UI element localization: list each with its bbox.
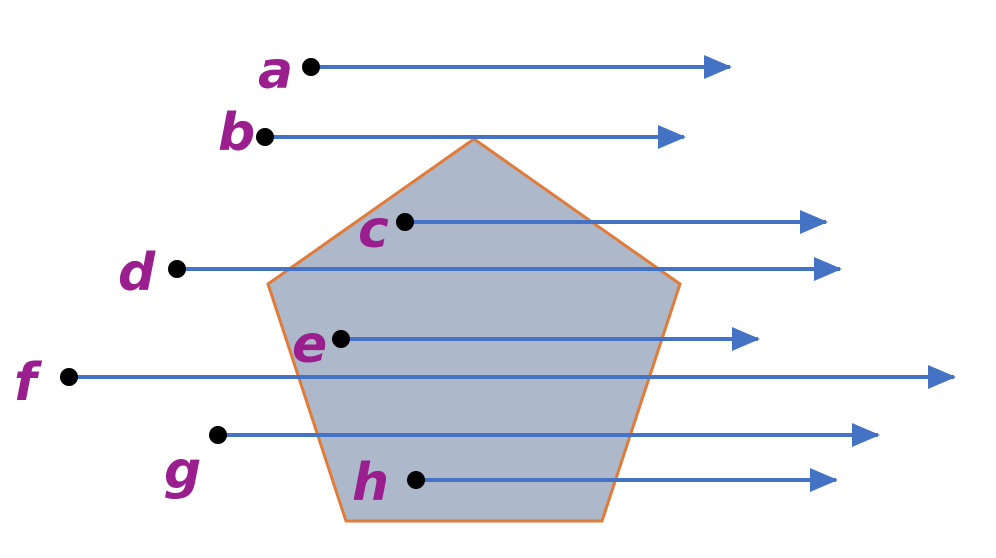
ray-d-label: d	[118, 243, 156, 303]
ray-d-origin-point	[168, 260, 186, 278]
rays-layer: ab c d f e g h	[14, 41, 956, 513]
ray-g-label: g	[164, 441, 201, 501]
ray-f-label: f	[14, 353, 43, 413]
ray-h-origin-point	[407, 471, 425, 489]
ray-g-origin-point	[209, 426, 227, 444]
ray-h: h	[352, 453, 838, 513]
ray-b: b	[218, 103, 686, 163]
ray-e-label: e	[292, 315, 327, 375]
ray-a: a	[258, 41, 732, 101]
ray-a-origin-point	[302, 58, 320, 76]
ray-g: g	[164, 423, 880, 501]
ray-c-origin-point	[396, 213, 414, 231]
ray-f-origin-point	[60, 368, 78, 386]
pentagon	[266, 137, 682, 523]
ray-c: c	[358, 200, 828, 260]
ray-b-label: b	[218, 103, 255, 163]
ray-h-label: h	[352, 453, 389, 513]
ray-b-origin-point	[256, 128, 274, 146]
ray-c-label: c	[358, 200, 389, 260]
ray-e: e	[292, 315, 760, 375]
ray-d: d	[118, 243, 842, 303]
ray-a-label: a	[258, 41, 293, 101]
ray-e-origin-point	[332, 330, 350, 348]
